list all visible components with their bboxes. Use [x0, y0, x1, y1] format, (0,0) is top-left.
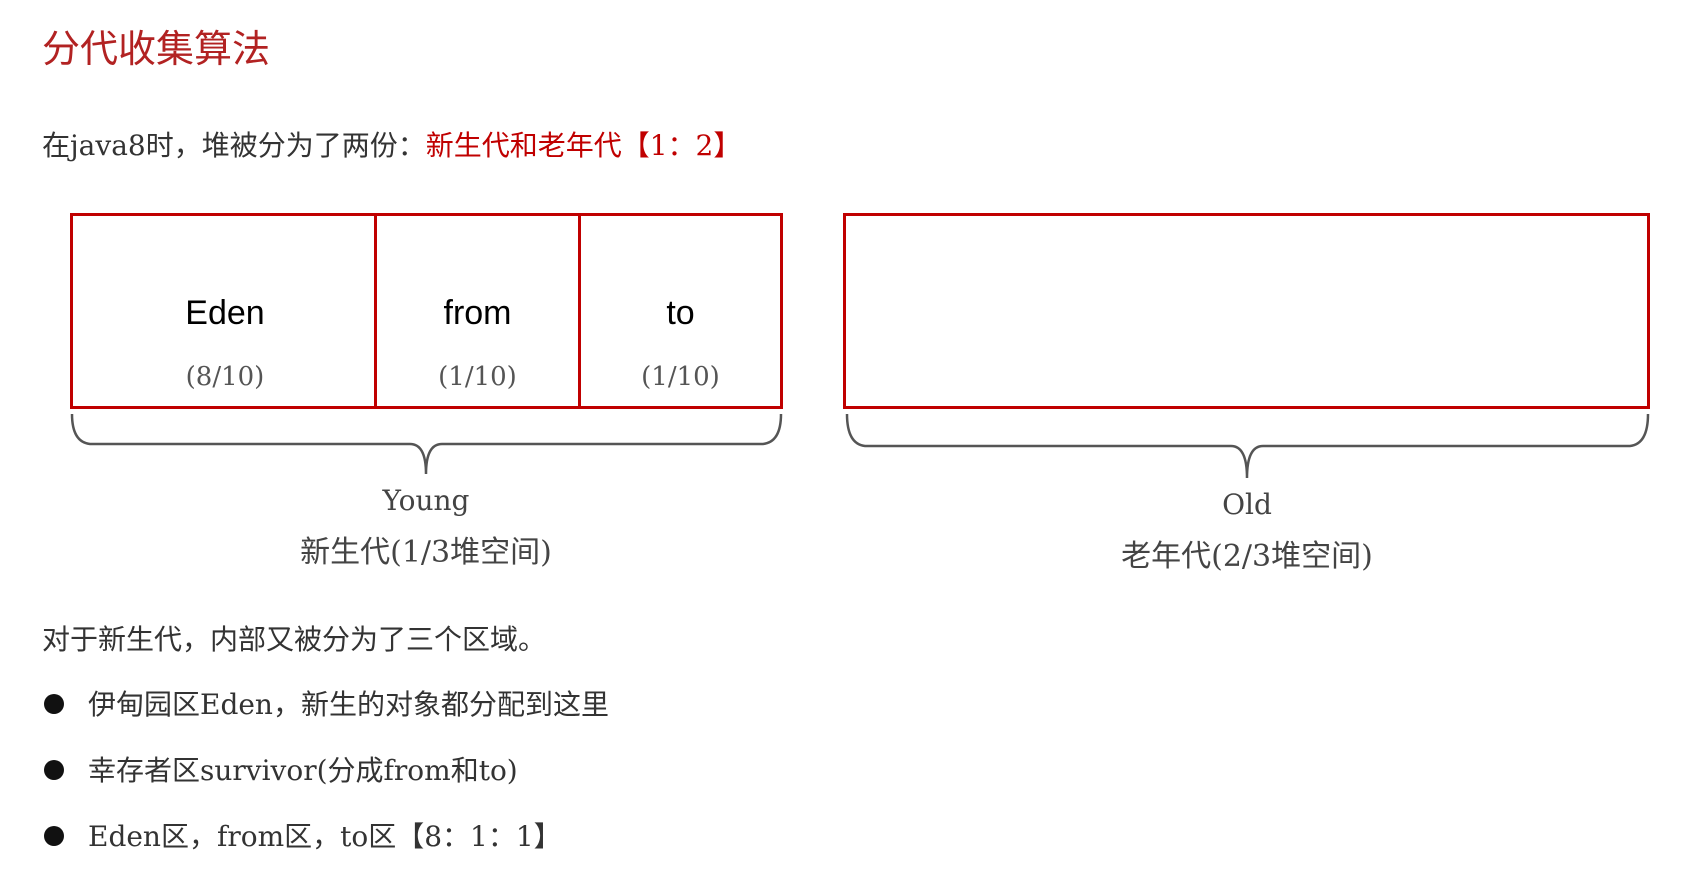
list-item-text: 伊甸园区Eden，新生的对象都分配到这里 [88, 688, 609, 721]
list-item: Eden区，from区，to区【8：1：1】 [42, 804, 609, 870]
bullet-icon [44, 694, 64, 714]
old-label-en: Old [1222, 488, 1272, 521]
old-generation-box [843, 213, 1650, 409]
list-item-text: 幸存者区survivor(分成from和to) [88, 754, 518, 787]
list-item: 幸存者区survivor(分成from和to) [42, 738, 609, 804]
to-ratio: (1/10) [641, 362, 720, 392]
old-caption: Old 老年代(2/3堆空间) [1047, 488, 1447, 575]
young-description: 对于新生代，内部又被分为了三个区域。 [42, 623, 547, 656]
eden-from-divider [374, 216, 377, 406]
young-label-en: Young [382, 484, 470, 517]
intro-text: 在java8时，堆被分为了两份：新生代和老年代【1：2】 [42, 124, 741, 164]
young-brace [70, 413, 783, 475]
list-item: 伊甸园区Eden，新生的对象都分配到这里 [42, 672, 609, 738]
from-label: from [443, 294, 512, 332]
old-label-zh: 老年代(2/3堆空间) [1121, 539, 1373, 574]
to-label: to [666, 294, 695, 332]
page-title: 分代收集算法 [42, 27, 271, 71]
from-ratio: (1/10) [438, 362, 517, 392]
young-caption: Young 新生代(1/3堆空间) [226, 484, 626, 571]
from-to-divider [578, 216, 581, 406]
from-segment: from (1/10) [377, 216, 578, 406]
old-brace [845, 413, 1650, 479]
eden-label: Eden [185, 294, 265, 332]
region-list: 伊甸园区Eden，新生的对象都分配到这里 幸存者区survivor(分成from… [42, 672, 609, 870]
to-segment: to (1/10) [581, 216, 780, 406]
eden-segment: Eden (8/10) [73, 216, 377, 406]
eden-ratio: (8/10) [185, 362, 265, 392]
bullet-icon [44, 760, 64, 780]
list-item-text: Eden区，from区，to区【8：1：1】 [88, 820, 562, 853]
young-label-zh: 新生代(1/3堆空间) [300, 535, 552, 570]
young-generation-box: Eden (8/10) from (1/10) to (1/10) [70, 213, 783, 409]
bullet-icon [44, 826, 64, 846]
intro-highlight: 新生代和老年代【1：2】 [425, 129, 742, 162]
intro-prefix: 在java8时，堆被分为了两份： [42, 129, 426, 162]
